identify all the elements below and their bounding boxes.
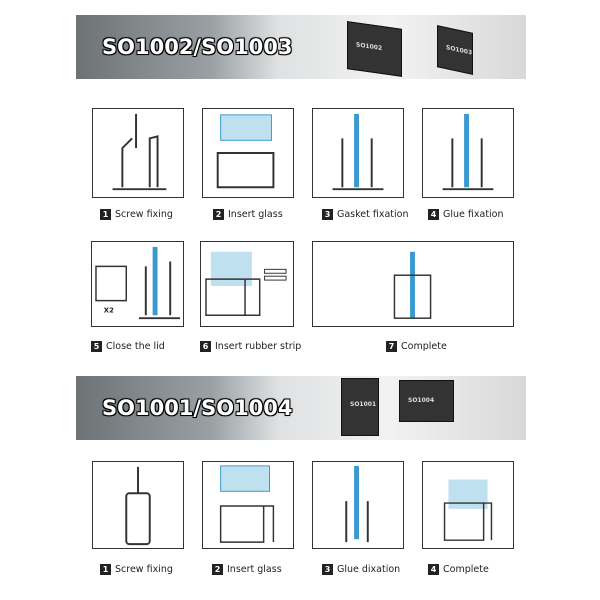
- product-image: SO1002: [347, 21, 402, 77]
- step-illustration: [202, 461, 294, 549]
- lid-count: X2: [104, 306, 114, 314]
- step-illustration: X2: [91, 241, 184, 327]
- banner-title: SO1002/SO1003: [102, 35, 293, 59]
- step-illustration: [312, 461, 404, 549]
- product-image: SO1004: [399, 380, 454, 422]
- product-image: SO1003: [437, 25, 473, 75]
- step-illustration: [312, 108, 404, 198]
- banner-title: SO1001/SO1004: [102, 396, 293, 420]
- banner-so1002-so1003: SO1002/SO1003 SO1002 SO1003: [76, 15, 526, 79]
- step-illustration: [202, 108, 294, 198]
- step-illustration: [200, 241, 294, 327]
- step-illustration: [422, 461, 514, 549]
- product-image: SO1001: [341, 378, 379, 436]
- banner-so1001-so1004: SO1001/SO1004 SO1001 SO1004: [76, 376, 526, 440]
- step-illustration: [92, 461, 184, 549]
- step-illustration: [312, 241, 514, 327]
- step-illustration: [422, 108, 514, 198]
- step-illustration: [92, 108, 184, 198]
